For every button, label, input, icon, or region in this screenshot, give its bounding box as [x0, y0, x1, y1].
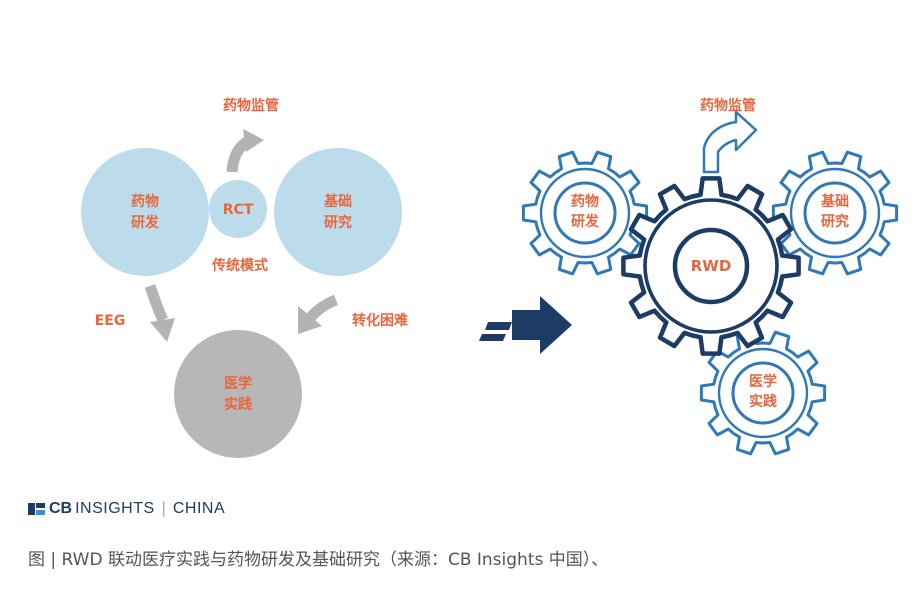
drug-dev-label-line2: 研发: [131, 214, 160, 231]
right-regulation-label: 药物监管: [700, 97, 756, 114]
logo-cb-text: CB: [49, 500, 73, 517]
right-basic-research-label-line2: 研究: [821, 213, 849, 230]
medical-practice-circle: [174, 330, 302, 458]
rct-label: RCT: [223, 202, 254, 218]
logo-insights-text: INSIGHTS: [75, 500, 155, 517]
figure-caption: 图 | RWD 联动医疗实践与药物研发及基础研究（来源：CB Insights …: [28, 550, 609, 570]
rct-circle: [209, 180, 267, 238]
right-basic-research-label-line1: 基础: [821, 193, 849, 210]
drug-dev-circle: [81, 148, 209, 276]
basic-research-gear-icon: [771, 150, 899, 276]
traditional-mode-label: 传统模式: [211, 257, 268, 274]
drug-dev-gear-icon: [521, 150, 649, 276]
eeg-label: EEG: [95, 313, 126, 329]
basic-research-circle: [274, 148, 402, 276]
left-regulation-label: 药物监管: [223, 97, 279, 114]
left-curved-arrow-icon: [144, 284, 175, 342]
logo-separator: |: [161, 500, 166, 517]
medical-practice-gear-icon: [699, 330, 827, 456]
medical-practice-label-line1: 医学: [224, 375, 252, 392]
up-curved-arrow-icon: [226, 129, 264, 173]
right-drug-dev-label-line2: 研发: [571, 213, 600, 230]
right-drug-dev-label-line1: 药物: [571, 193, 599, 210]
right-medical-practice-label-line2: 实践: [749, 393, 777, 410]
rwd-label: RWD: [691, 257, 732, 275]
outline-up-arrow-icon: [702, 110, 758, 174]
medical-practice-label-line2: 实践: [224, 396, 252, 413]
right-medical-practice-label-line1: 医学: [749, 373, 777, 390]
cbinsights-logo-mark-icon: [28, 501, 46, 517]
logo-china-text: CHINA: [172, 500, 226, 517]
rwd-center-gear-icon: [621, 176, 801, 356]
right-curved-arrow-icon: [298, 294, 339, 334]
transform-difficulty-label: 转化困难: [352, 312, 408, 329]
basic-research-label-line2: 研究: [324, 214, 352, 231]
basic-research-label-line1: 基础: [324, 193, 352, 210]
drug-dev-label-line1: 药物: [131, 193, 159, 210]
transition-arrow-icon: [479, 296, 572, 354]
